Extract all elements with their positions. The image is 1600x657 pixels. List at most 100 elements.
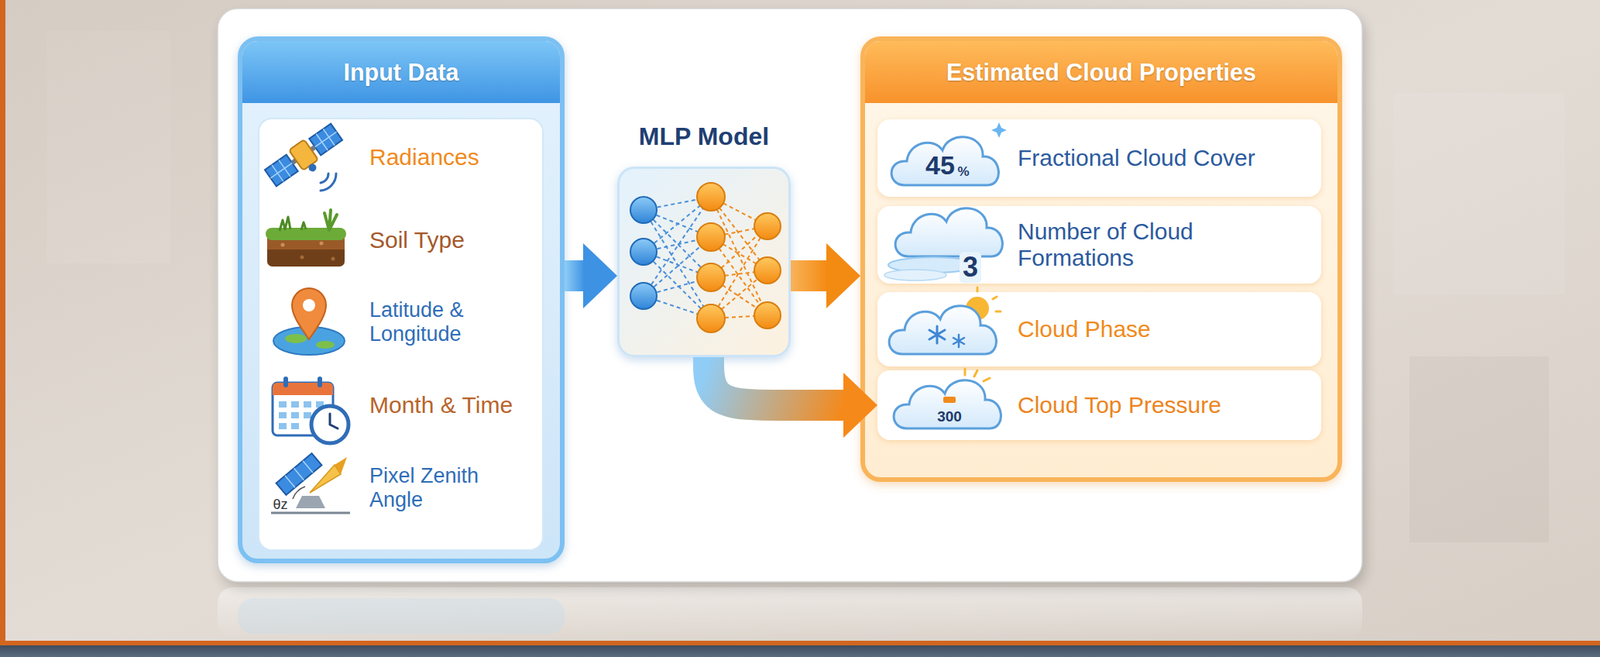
- card-reflection: [217, 587, 1363, 639]
- satellite-icon: [263, 121, 348, 194]
- icon-value: 45: [925, 151, 955, 180]
- satellite-icon: [264, 154, 299, 187]
- input-item: Soil Type: [260, 202, 542, 278]
- flow-arrow: [564, 260, 585, 292]
- ground-tile: [1393, 92, 1565, 295]
- output-item: Cloud Top Pressure: [877, 370, 1322, 440]
- zenith-angle-icon: [292, 486, 306, 499]
- network-graphic: [630, 196, 657, 224]
- cloud-formations-icon: [884, 269, 947, 281]
- ground-tile: [46, 30, 171, 264]
- zenith-angle-icon: [295, 495, 326, 509]
- map-pin-icon: [273, 288, 345, 355]
- bottom-band: [0, 645, 1600, 657]
- cloud-pressure-icon: [964, 368, 990, 382]
- input-label: Latitude & Longitude: [369, 298, 536, 347]
- soil-icon: [319, 241, 324, 246]
- network-graphic: [630, 182, 781, 333]
- satellite-icon: [264, 154, 299, 187]
- map-pin-icon: [315, 340, 335, 349]
- icon-unit: %: [957, 164, 969, 180]
- satellite-icon: [291, 144, 317, 165]
- zenith-angle-icon: [276, 453, 323, 495]
- satellite-icon: [309, 123, 343, 156]
- zenith-angle-icon: [334, 456, 347, 474]
- network-graphic: [696, 182, 725, 211]
- icon-value: 300: [937, 408, 962, 426]
- network-graphic: [630, 282, 657, 310]
- input-item: Pixel Zenith Angle: [260, 450, 542, 526]
- zenith-angle-icon: [284, 460, 313, 488]
- calendar-clock-icon: [329, 413, 338, 429]
- satellite-icon: [309, 123, 343, 156]
- network-graphic: [754, 257, 781, 284]
- output-label: Fractional Cloud Cover: [1017, 144, 1256, 172]
- satellite-icon: [307, 161, 319, 173]
- zenith-angle-icon: [271, 453, 351, 513]
- output-label: Number of Cloud Formations: [1017, 218, 1289, 272]
- soil-icon: [267, 236, 345, 267]
- icon-value: 3: [959, 251, 982, 283]
- input-panel: Input DataRadiancesSoil TypeLatitude & L…: [237, 36, 565, 564]
- output-item: Number of Cloud Formations: [877, 206, 1322, 284]
- calendar-clock-icon: [283, 376, 289, 388]
- cloud-cover-icon: [891, 122, 1007, 186]
- calendar-clock-icon: [278, 401, 324, 430]
- zenith-angle-icon: [276, 453, 323, 495]
- flow-arrow: [790, 260, 828, 292]
- card: [217, 8, 1363, 582]
- output-label: Cloud Phase: [1017, 315, 1151, 344]
- cloud-pressure-icon: [943, 396, 956, 403]
- soil-icon: [331, 257, 336, 261]
- network-graphic: [754, 212, 781, 240]
- network-graphic: [696, 223, 725, 251]
- map-pin-icon: [302, 298, 316, 312]
- soil-icon: [267, 249, 345, 267]
- soil-icon: [265, 227, 347, 241]
- calendar-clock-icon: [272, 382, 334, 436]
- map-pin-icon: [273, 326, 345, 355]
- input-item: Latitude & Longitude: [260, 284, 542, 360]
- input-label: Pixel Zenith Angle: [369, 463, 536, 512]
- panel-heading: Estimated Cloud Properties: [865, 41, 1338, 104]
- input-label: Radiances: [369, 144, 480, 172]
- map-pin-icon: [291, 288, 327, 340]
- input-item: Radiances: [260, 120, 542, 195]
- model-box: MLP Model: [617, 166, 791, 358]
- input-label: Month & Time: [369, 391, 513, 419]
- output-panel: Estimated Cloud PropertiesFractional Clo…: [860, 36, 1343, 482]
- angle-symbol: θz: [272, 497, 288, 513]
- map-pin-icon: [284, 333, 307, 344]
- network-graphic: [630, 238, 657, 265]
- bottom-stripe: [0, 640, 1600, 646]
- ground-tile: [1409, 356, 1549, 543]
- left-stripe: [0, 0, 6, 657]
- flow-arrow: [708, 357, 845, 406]
- soil-icon: [279, 216, 306, 231]
- zenith-angle-icon: [309, 464, 341, 493]
- network-graphic: [643, 196, 711, 319]
- cloud-pressure-icon: [893, 368, 1001, 429]
- soil-icon: [265, 209, 347, 267]
- cloud-phase-icon: [965, 296, 989, 320]
- panel-reflection: [237, 597, 565, 634]
- calendar-clock-icon: [272, 382, 334, 395]
- soil-icon: [300, 255, 305, 260]
- network-graphic: [754, 302, 781, 329]
- cloud-cover-icon: [891, 137, 999, 186]
- satellite-icon: [263, 121, 348, 194]
- network-graphic: [710, 196, 768, 319]
- cloud-phase-icon: [889, 305, 996, 354]
- satellite-icon: [288, 139, 319, 171]
- cloud-phase-icon: [889, 287, 1001, 354]
- input-label: Soil Type: [369, 226, 465, 255]
- output-item: Cloud Phase: [877, 291, 1322, 367]
- model-title: MLP Model: [570, 120, 838, 152]
- calendar-clock-icon: [317, 376, 323, 388]
- satellite-icon: [320, 173, 337, 191]
- panel-heading: Input Data: [242, 41, 560, 104]
